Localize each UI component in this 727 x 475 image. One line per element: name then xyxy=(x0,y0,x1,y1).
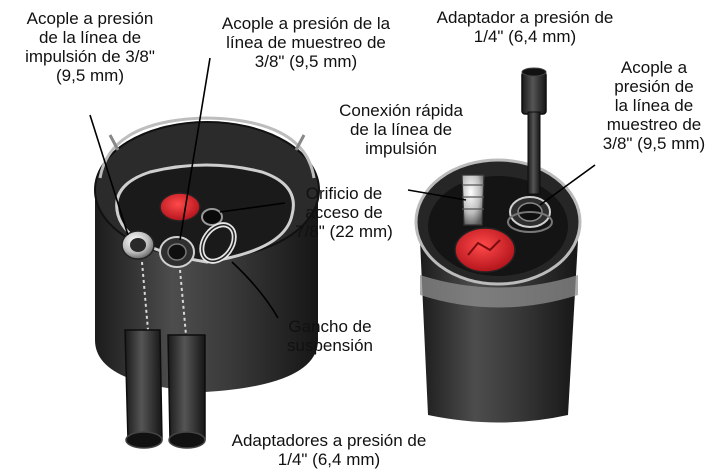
leader-lines xyxy=(89,57,596,319)
label-quick-connect: Conexión rápida de la línea de impulsión xyxy=(339,101,463,158)
label-adapter-top: Adaptador a presión de 1/4" (6,4 mm) xyxy=(436,8,614,46)
right-top-adapter xyxy=(521,67,547,195)
label-sample-line-fitting-right: Acople a presión de la línea de muestreo… xyxy=(602,58,706,153)
label-adapters-bottom: Adaptadores a presión de 1/4" (6,4 mm) xyxy=(231,431,427,469)
label-drive-line-fitting: Acople a presión de la línea de impulsió… xyxy=(25,9,155,85)
left-adapter-tubes xyxy=(124,329,206,449)
right-filter-housing xyxy=(414,158,582,423)
label-sample-line-fitting-left: Acople a presión de la línea de muestreo… xyxy=(221,14,391,71)
label-hanging-hook: Gancho de suspensión xyxy=(286,317,373,355)
label-access-hole: Orificio de acceso de 7/8" (22 mm) xyxy=(295,184,393,241)
